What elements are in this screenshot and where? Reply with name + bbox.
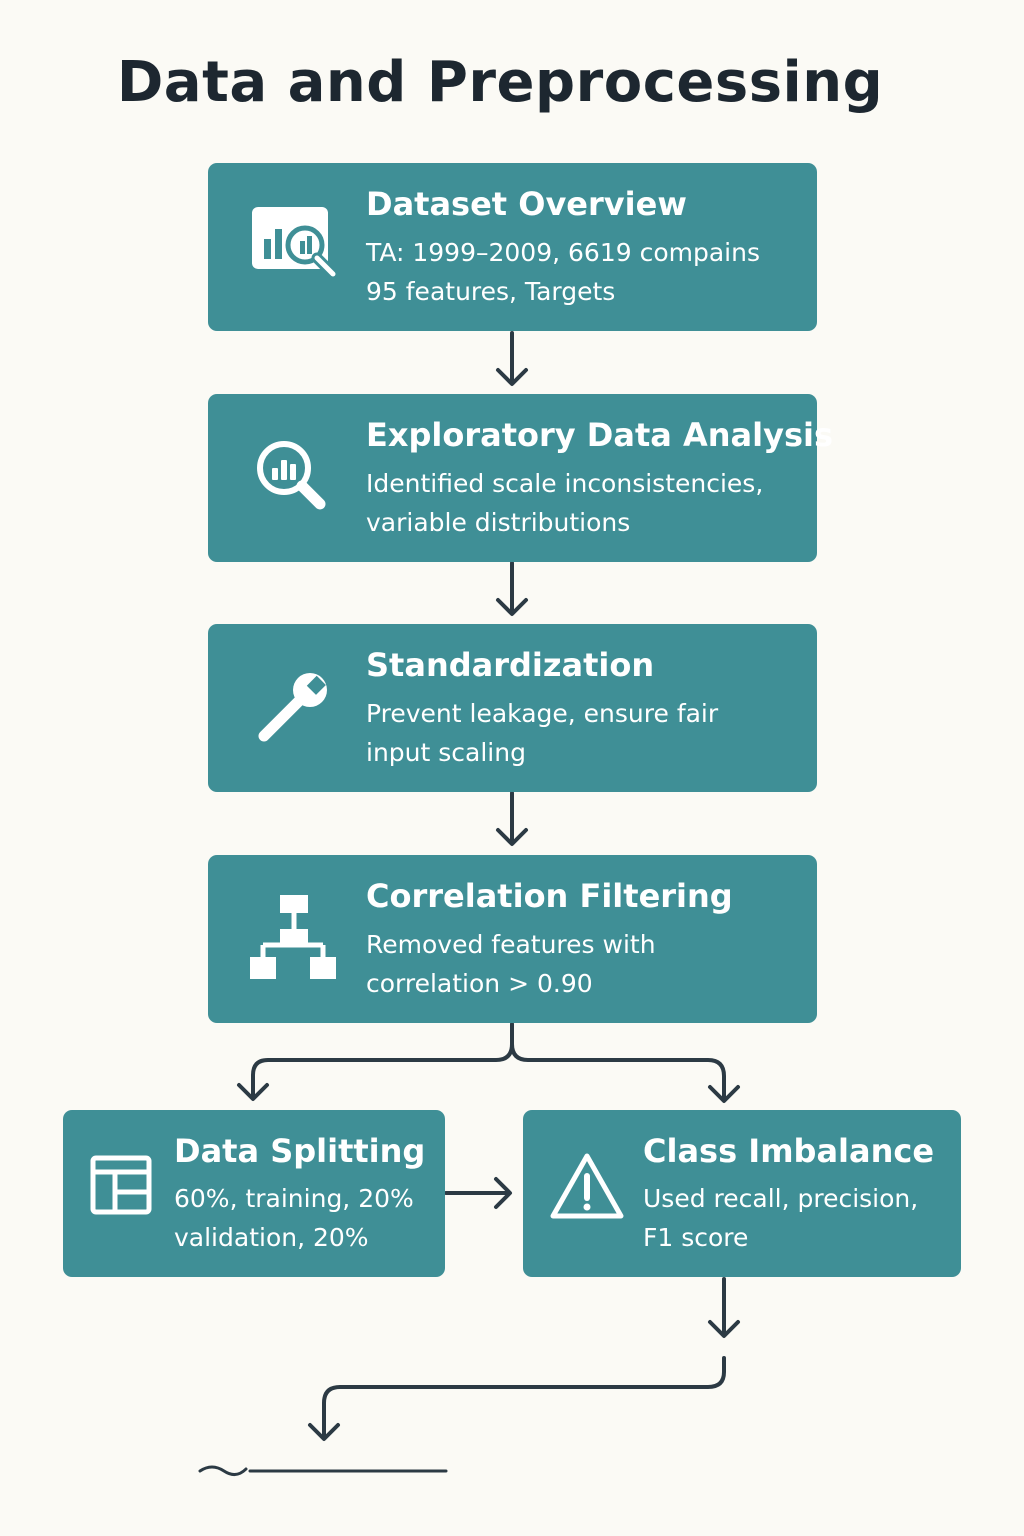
arrow-overview-to-eda bbox=[496, 331, 528, 386]
step-class-imbalance: Class Imbalance Used recall, precision, … bbox=[523, 1110, 961, 1277]
arrow-imbalance-down bbox=[708, 1277, 740, 1338]
step-description: Removed features with correlation > 0.90 bbox=[366, 930, 656, 998]
step-title: Class Imbalance bbox=[643, 1132, 935, 1170]
page-title: Data and Preprocessing bbox=[116, 50, 884, 115]
table-layout-icon bbox=[90, 1155, 152, 1215]
scribble-line bbox=[198, 1465, 448, 1476]
step-title: Dataset Overview bbox=[366, 185, 687, 223]
step-title: Exploratory Data Analysis bbox=[366, 416, 834, 454]
arrow-eda-to-standardization bbox=[496, 561, 528, 616]
step-description: Used recall, precision, F1 score bbox=[643, 1184, 919, 1252]
hierarchy-icon bbox=[250, 895, 336, 979]
arrow-standardization-to-correlation bbox=[496, 791, 528, 846]
arrow-continuation bbox=[308, 1356, 726, 1441]
step-title: Correlation Filtering bbox=[366, 877, 733, 915]
warning-icon bbox=[550, 1153, 624, 1219]
arrow-correlation-branch bbox=[237, 1022, 740, 1103]
magnifier-chart-icon bbox=[252, 207, 339, 280]
search-analytics-icon bbox=[257, 441, 326, 510]
step-description: TA: 1999–2009, 6619 compains 95 features… bbox=[366, 238, 760, 306]
step-title: Standardization bbox=[366, 646, 655, 684]
step-description: Prevent leakage, ensure fair input scali… bbox=[366, 699, 719, 767]
step-standardization: Standardization Prevent leakage, ensure … bbox=[208, 624, 817, 792]
step-dataset-overview: Dataset Overview TA: 1999–2009, 6619 com… bbox=[208, 163, 817, 331]
step-correlation-filtering: Correlation Filtering Removed features w… bbox=[208, 855, 817, 1023]
step-description: 60%, training, 20% validation, 20% bbox=[174, 1184, 414, 1252]
step-title: Data Splitting bbox=[174, 1132, 426, 1170]
step-data-splitting: Data Splitting 60%, training, 20% valida… bbox=[63, 1110, 445, 1277]
step-description: Identified scale inconsistencies, variab… bbox=[366, 469, 764, 537]
step-exploratory-data-analysis: Exploratory Data Analysis Identified sca… bbox=[208, 394, 833, 562]
wrench-icon bbox=[258, 673, 327, 742]
arrow-splitting-to-imbalance bbox=[444, 1177, 512, 1209]
